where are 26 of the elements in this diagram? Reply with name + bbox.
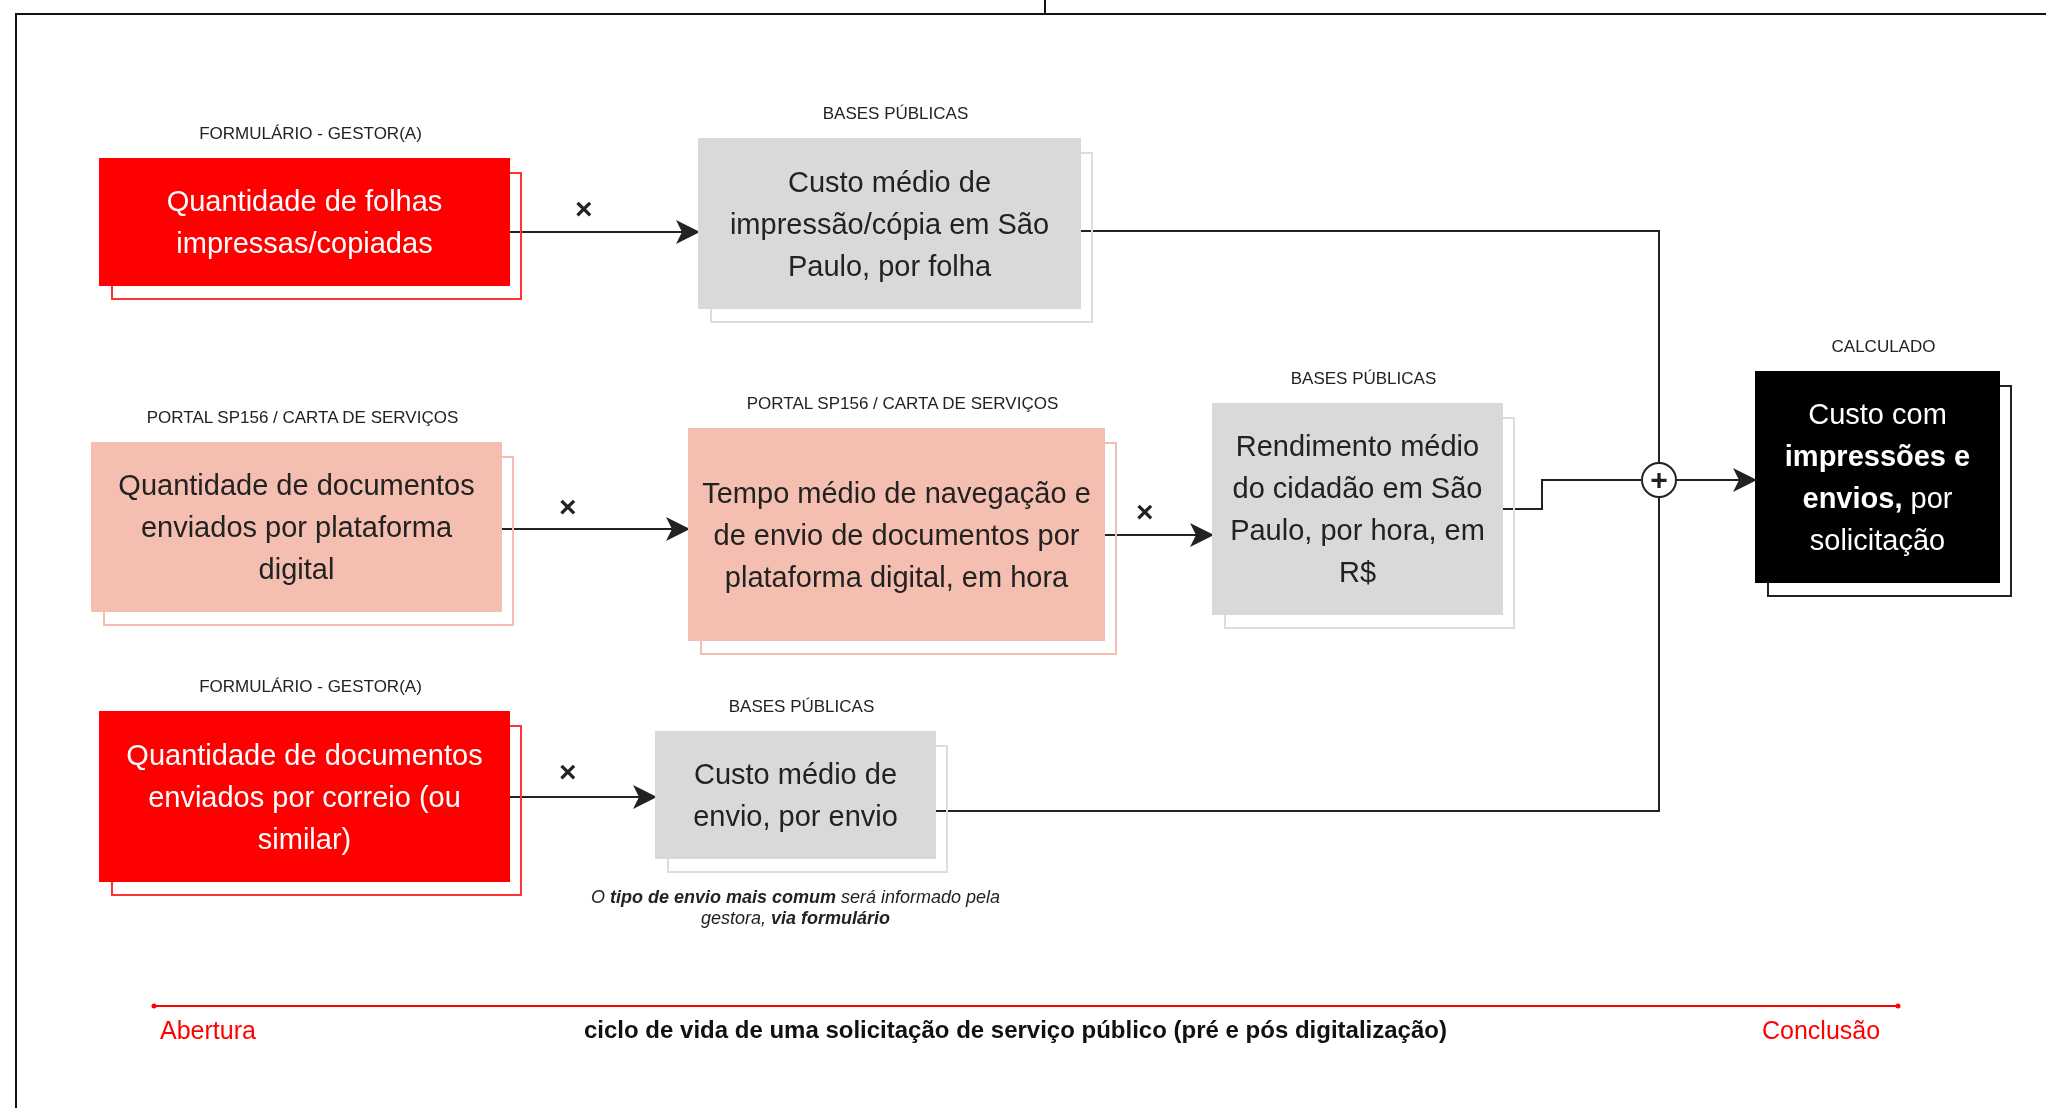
arrow [509,785,657,809]
source-label: BASES PÚBLICAS [821,104,970,124]
process-box: Custo médio de envio, por envio [655,731,936,859]
process-box: Rendimento médio do cidadão em São Paulo, por hora, em R$ [1212,403,1503,615]
arrow [1104,523,1214,547]
source-label: PORTAL SP156 / CARTA DE SERVIÇOS [745,394,1060,414]
source-label: FORMULÁRIO - GESTOR(A) [198,124,423,144]
operator-circle: + [1641,462,1677,498]
arrow [501,517,690,541]
source-label: CALCULADO [1830,337,1937,357]
process-box: Quantidade de documentos enviados por plataforma digital [91,442,502,612]
timeline-end-label: Abertura [160,1016,256,1045]
source-label: BASES PÚBLICAS [1289,369,1438,389]
process-box: Custo com impressões e envios, por solicitação [1755,371,2000,583]
timeline-end-label: Conclusão [1762,1016,1881,1045]
arrow [1676,468,1757,492]
note-text: O tipo de envio mais comum será informado pela gestora, via formulário [589,887,1002,929]
source-label: PORTAL SP156 / CARTA DE SERVIÇOS [145,408,460,428]
process-box: Custo médio de impressão/cópia em São Paulo, por folha [698,138,1081,309]
source-label: FORMULÁRIO - GESTOR(A) [198,677,423,697]
process-box: Quantidade de documentos enviados por correio (ou similar) [99,711,510,882]
source-label: BASES PÚBLICAS [727,697,876,717]
timeline-caption: ciclo de vida de uma solicitação de serviço público (pré e pós digitalização) [584,1016,1447,1044]
process-box: Quantidade de folhas impressas/copiadas [99,158,510,286]
process-box: Tempo médio de navegação e de envio de documentos por plataforma digital, em hora [688,428,1105,641]
arrow [509,220,700,244]
